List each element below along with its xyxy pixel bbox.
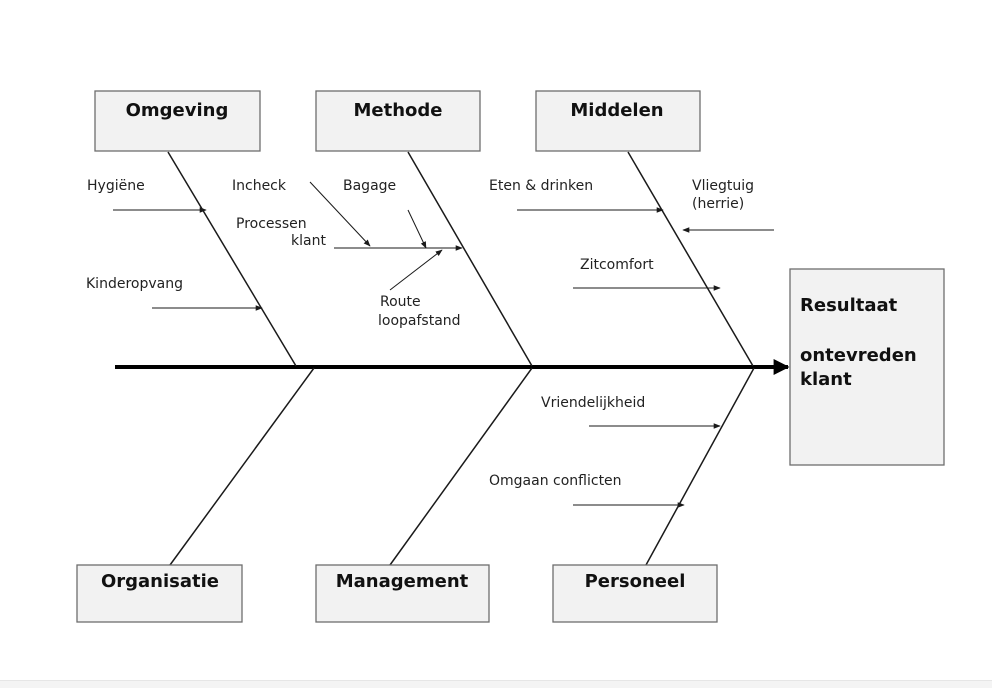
cause-vriendelijkheid: Vriendelijkheid	[541, 395, 645, 411]
cause-processen-2: klant	[291, 233, 326, 249]
cause-route-2: loopafstand	[378, 313, 461, 329]
bone-middelen	[627, 151, 754, 367]
box-organisatie	[76, 564, 243, 623]
category-personeel: Personeel	[585, 571, 686, 592]
cause-vliegtuig-1: Vliegtuig	[692, 178, 754, 194]
box-management	[315, 564, 490, 623]
box-middelen	[535, 90, 701, 152]
box-result	[789, 268, 945, 466]
cause-eten: Eten & drinken	[489, 178, 593, 194]
result-line-1: Resultaat	[800, 295, 898, 316]
box-omgeving	[94, 90, 261, 152]
cause-incheck: Incheck	[232, 178, 287, 194]
arrow-incheck	[309, 181, 371, 247]
category-methode: Methode	[354, 100, 443, 121]
cause-zitcomfort: Zitcomfort	[580, 257, 654, 273]
bone-management	[389, 367, 533, 566]
bone-omgeving	[167, 151, 297, 367]
category-organisatie: Organisatie	[101, 571, 219, 592]
cause-processen-1: Processen	[236, 216, 307, 232]
bottom-strip	[0, 680, 992, 688]
arrow-route	[389, 249, 443, 291]
cause-vliegtuig-2: (herrie)	[692, 196, 744, 212]
cause-kinderopvang: Kinderopvang	[86, 276, 183, 292]
cause-conflicten: Omgaan conflicten	[489, 473, 622, 489]
category-omgeving: Omgeving	[126, 100, 229, 121]
cause-hygiene: Hygiëne	[87, 178, 145, 194]
arrow-bagage	[407, 209, 427, 249]
bone-methode	[407, 151, 533, 367]
cause-bagage: Bagage	[343, 178, 396, 194]
category-management: Management	[336, 571, 469, 592]
box-methode	[315, 90, 481, 152]
cause-route-1: Route	[380, 294, 421, 310]
result-line-3: klant	[800, 369, 852, 390]
result-line-2: ontevreden	[800, 345, 917, 366]
box-personeel	[552, 564, 718, 623]
bone-personeel	[645, 367, 755, 566]
category-middelen: Middelen	[570, 100, 663, 121]
bone-organisatie	[169, 367, 315, 566]
